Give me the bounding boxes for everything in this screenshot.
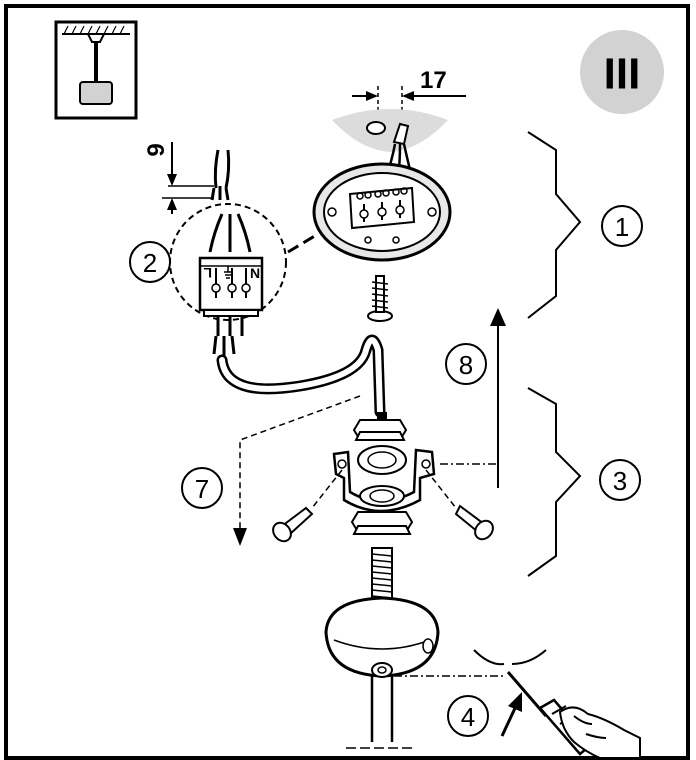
dimension-9: 9 — [143, 142, 214, 214]
section-badge: III — [580, 30, 664, 114]
terminal-label-neutral: N — [250, 265, 260, 281]
step-3-badge: 3 — [599, 459, 641, 501]
rotation-arcs — [473, 649, 547, 666]
lamp-cup — [324, 596, 506, 678]
step-8-badge: 8 — [445, 343, 487, 385]
stripped-wires — [210, 149, 231, 201]
svg-text:7: 7 — [195, 474, 209, 504]
svg-text:1: 1 — [615, 212, 629, 242]
svg-text:2: 2 — [143, 248, 157, 278]
dimension-17: 17 — [352, 67, 466, 126]
ceiling-canopy — [312, 162, 452, 262]
bracket-screw-left — [272, 469, 343, 543]
step-7-badge: 7 — [181, 467, 223, 509]
threaded-rod — [371, 547, 393, 609]
terminal-label-line: L — [203, 265, 212, 281]
hand-icon — [558, 706, 641, 759]
svg-text:4: 4 — [461, 702, 475, 732]
dimension-17-label: 17 — [420, 67, 447, 94]
bracket-step-1 — [527, 131, 582, 319]
step-4-arrow — [500, 692, 522, 737]
lamp-cable — [212, 334, 386, 418]
step-2-badge: 2 — [129, 241, 171, 283]
panel-border — [4, 4, 690, 760]
step-7-arrow — [233, 395, 361, 546]
ceiling-outlet — [332, 109, 448, 181]
step-8-arrow — [440, 308, 506, 488]
terminal-detail: L N — [169, 203, 319, 336]
step-1-badge: 1 — [601, 205, 643, 247]
dimension-9-label: 9 — [143, 143, 170, 156]
pendant-lamp-icon — [54, 20, 138, 120]
ground-symbol — [224, 266, 232, 279]
svg-text:8: 8 — [459, 350, 473, 380]
lower-rod — [346, 676, 414, 749]
step-4-badge: 4 — [447, 695, 489, 737]
svg-text:3: 3 — [613, 466, 627, 496]
canopy-screw — [367, 275, 393, 322]
mounting-bracket — [332, 412, 436, 535]
bracket-step-3 — [527, 387, 582, 577]
section-numeral: III — [604, 50, 641, 99]
bracket-screw-right — [425, 469, 494, 541]
